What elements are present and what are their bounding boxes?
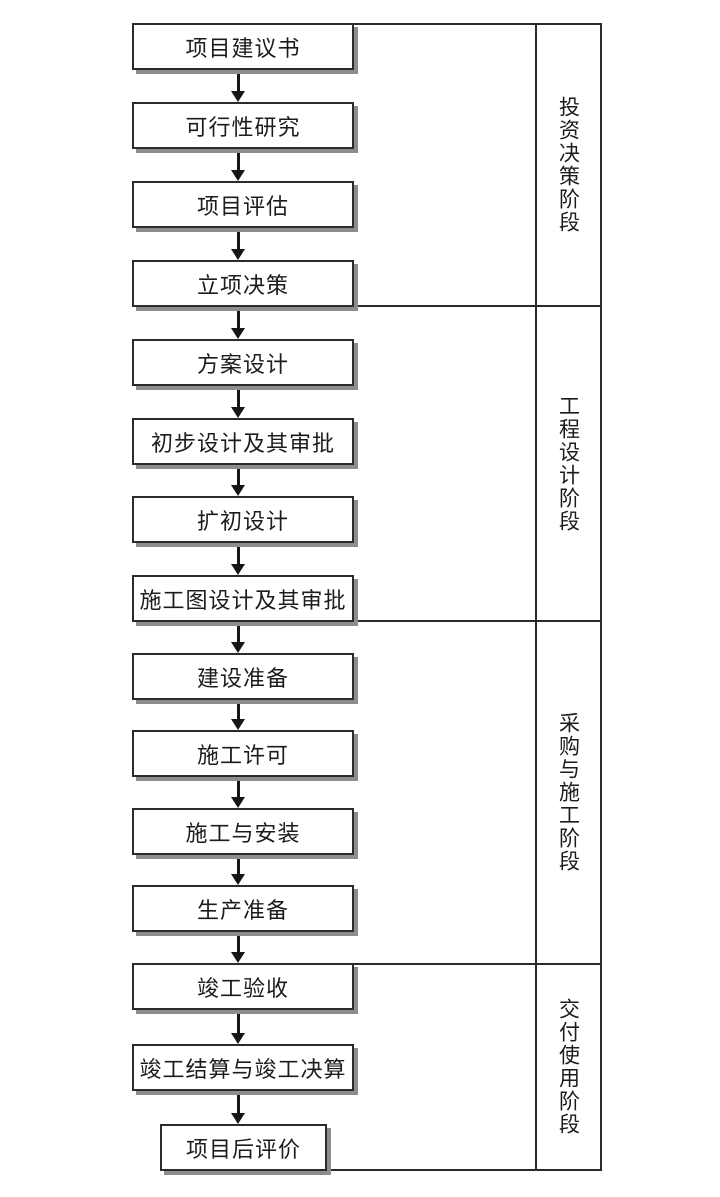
arrow-down-icon	[231, 1091, 245, 1124]
arrow-down-icon	[231, 70, 245, 102]
arrow-down-icon	[231, 932, 245, 963]
step-construction-drawing-design-approval: 施工图设计及其审批	[132, 575, 354, 622]
arrow-down-icon	[231, 1010, 245, 1044]
step-production-preparation: 生产准备	[132, 885, 354, 932]
arrow-down-icon	[231, 149, 245, 181]
phase-label-procurement-construction: 采购与施工阶段	[556, 712, 581, 873]
phase-label-investment-decision: 投资决策阶段	[556, 96, 581, 234]
step-scheme-design: 方案设计	[132, 339, 354, 386]
arrow-down-icon	[231, 777, 245, 808]
phase-divider-line	[323, 1169, 602, 1171]
step-construction-preparation: 建设准备	[132, 653, 354, 700]
phase-band-right-line	[600, 23, 602, 1171]
arrow-down-icon	[231, 543, 245, 575]
step-preliminary-design-approval: 初步设计及其审批	[132, 418, 354, 465]
arrow-down-icon	[231, 855, 245, 885]
step-completion-acceptance: 竣工验收	[132, 963, 354, 1010]
phase-divider-line	[350, 23, 602, 25]
step-post-project-evaluation: 项目后评价	[160, 1124, 327, 1171]
phase-label-handover-use: 交付使用阶段	[556, 998, 581, 1136]
step-project-evaluation: 项目评估	[132, 181, 354, 228]
arrow-down-icon	[231, 700, 245, 730]
arrow-down-icon	[231, 465, 245, 496]
phase-label-engineering-design: 工程设计阶段	[556, 394, 581, 533]
arrow-down-icon	[231, 386, 245, 418]
phase-divider-line	[350, 620, 602, 622]
step-feasibility-study: 可行性研究	[132, 102, 354, 149]
arrow-down-icon	[231, 307, 245, 339]
arrow-down-icon	[231, 622, 245, 653]
step-construction-permit: 施工许可	[132, 730, 354, 777]
phase-divider-line	[350, 963, 602, 965]
phase-divider-line	[350, 305, 602, 307]
phase-band-left-line	[535, 23, 537, 1171]
arrow-down-icon	[231, 228, 245, 260]
step-completion-settlement: 竣工结算与竣工决算	[132, 1044, 354, 1091]
step-project-proposal: 项目建议书	[132, 23, 354, 70]
step-expanded-preliminary-design: 扩初设计	[132, 496, 354, 543]
step-approval-decision: 立项决策	[132, 260, 354, 307]
step-construction-installation: 施工与安装	[132, 808, 354, 855]
